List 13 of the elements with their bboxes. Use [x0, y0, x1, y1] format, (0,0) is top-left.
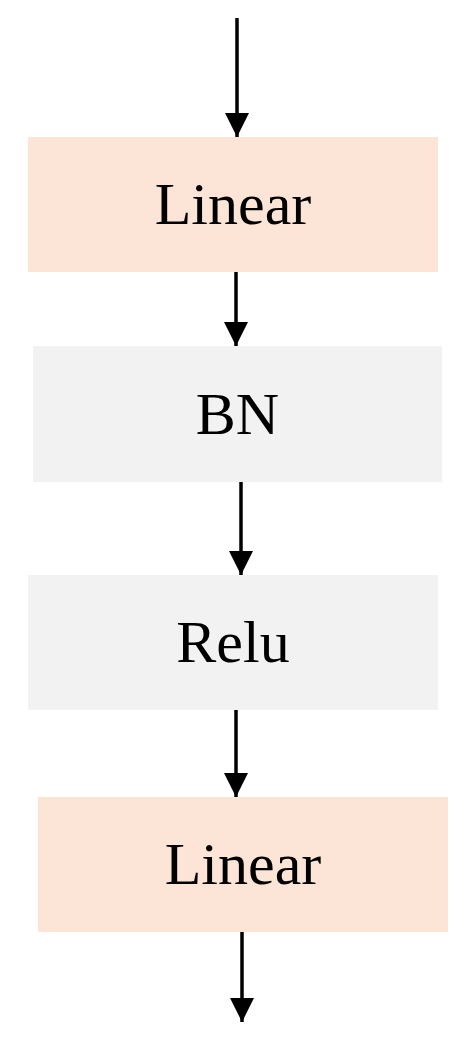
arrow	[224, 272, 248, 346]
process-box	[38, 797, 448, 932]
node-label: Relu	[176, 608, 290, 677]
process-box	[28, 575, 438, 710]
process-box	[28, 137, 438, 272]
process-box	[33, 346, 442, 482]
arrow	[229, 482, 253, 575]
arrow	[230, 932, 254, 1022]
node-label: Linear	[164, 830, 322, 899]
arrow	[225, 18, 249, 137]
arrow	[224, 710, 248, 797]
node-label: Linear	[154, 170, 312, 239]
node-label: BN	[195, 379, 280, 449]
